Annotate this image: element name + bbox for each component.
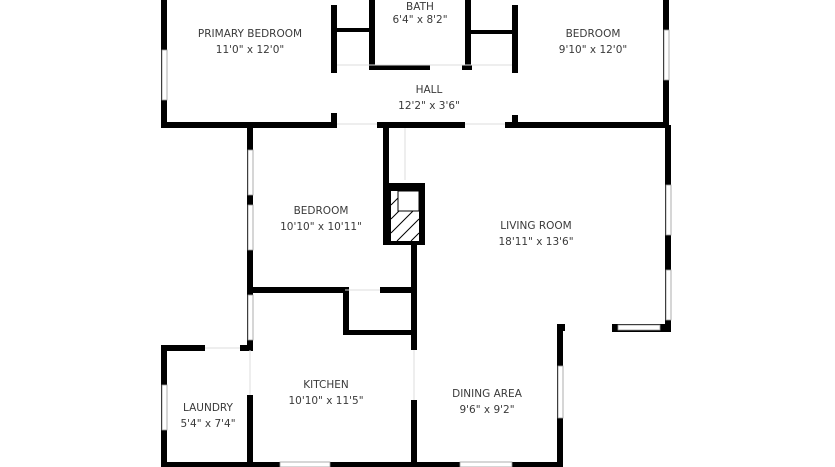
room-label-hall: HALL 12'2" x 3'6" [398, 82, 460, 114]
room-name: KITCHEN [303, 379, 349, 391]
room-name: BEDROOM [293, 205, 349, 217]
room-size: 18'11" x 13'6" [498, 236, 574, 248]
room-name: DINING AREA [452, 388, 522, 400]
door-openings [205, 64, 512, 400]
room-label-dining-area: DINING AREA 9'6" x 9'2" [452, 386, 522, 418]
room-size: 6'4" x 8'2" [392, 14, 448, 26]
room-name: HALL [415, 84, 443, 96]
room-name: PRIMARY BEDROOM [197, 28, 303, 40]
room-size: 10'10" x 10'11" [280, 221, 362, 233]
room-name: BATH [406, 1, 434, 13]
room-label-bedroom-1: BEDROOM 9'10" x 12'0" [559, 26, 627, 58]
room-size: 10'10" x 11'5" [288, 395, 364, 407]
room-label-primary-bedroom: PRIMARY BEDROOM 11'0" x 12'0" [198, 26, 302, 58]
room-size: 9'10" x 12'0" [558, 44, 628, 56]
room-name: LAUNDRY [183, 402, 233, 414]
room-label-laundry: LAUNDRY 5'4" x 7'4" [180, 400, 235, 432]
room-label-kitchen: KITCHEN 10'10" x 11'5" [288, 377, 363, 409]
room-label-living-room: LIVING ROOM 18'11" x 13'6" [498, 218, 573, 250]
room-name: BEDROOM [565, 28, 621, 40]
room-size: 9'6" x 9'2" [459, 404, 515, 416]
room-size: 12'2" x 3'6" [398, 100, 460, 112]
room-label-bedroom-2: BEDROOM 10'10" x 10'11" [280, 203, 362, 235]
room-size: 5'4" x 7'4" [180, 418, 236, 430]
room-name: LIVING ROOM [500, 220, 572, 232]
room-size: 11'0" x 12'0" [215, 44, 285, 56]
windows [161, 29, 672, 467]
fireplace [383, 183, 425, 245]
